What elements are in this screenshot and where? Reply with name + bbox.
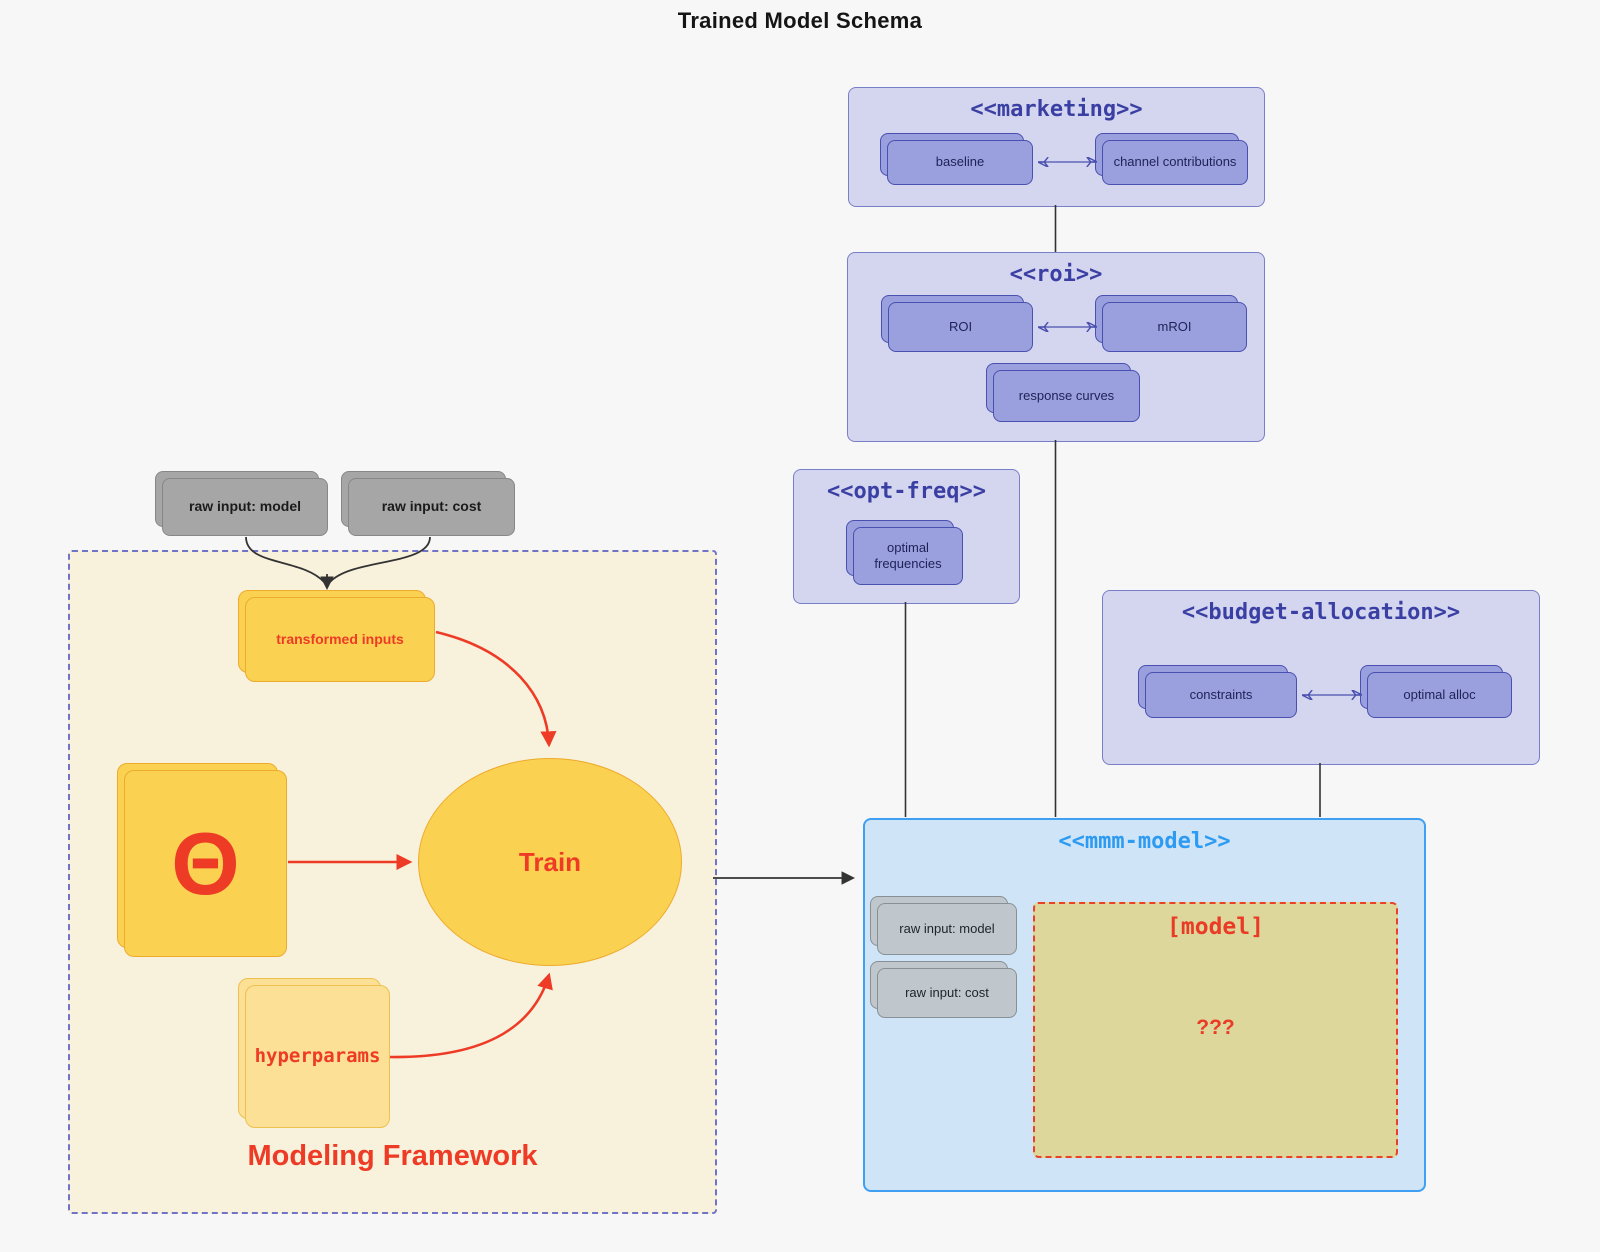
node-raw-input-cost: raw input: cost [340,470,515,536]
node-optimal-alloc-label: optimal alloc [1403,686,1476,702]
node-raw-input-cost-label: raw input: cost [381,498,482,515]
node-optimal-frequencies: optimal frequencies [845,519,963,585]
node-constraints: constraints [1137,664,1297,718]
node-mroi: mROI [1094,294,1247,352]
node-mmm-raw-input-model-label: raw input: model [899,920,995,936]
roi-title: <<roi>> [1009,262,1103,287]
node-roi: ROI [880,294,1033,352]
node-transformed-inputs: transformed inputs [237,589,435,682]
node-hyperparams-label: hyperparams [254,1044,381,1067]
node-channel-contributions: channel contributions [1094,132,1248,185]
node-mmm-raw-input-model: raw input: model [869,895,1017,955]
page-title: Trained Model Schema [677,8,923,33]
node-train: Train [418,758,682,966]
mmm-model-title: <<mmm-model>> [1058,829,1231,854]
node-optimal-alloc: optimal alloc [1359,664,1512,718]
node-theta-label: Θ [171,813,240,913]
node-response-curves-label: response curves [1018,387,1115,403]
opt-freq-title: <<opt-freq>> [827,479,986,504]
node-mmm-raw-input-cost-label: raw input: cost [905,984,989,1000]
node-unknown-label: ??? [1196,1016,1235,1039]
node-constraints-label: constraints [1189,686,1253,702]
node-model-label: [model] [1167,914,1264,940]
node-response-curves: response curves [985,362,1140,422]
node-theta: Θ [116,762,287,957]
marketing-title: <<marketing>> [970,97,1143,122]
node-baseline: baseline [879,132,1033,185]
node-optimal-frequencies-label: optimal frequencies [874,539,942,571]
node-raw-input-model: raw input: model [154,470,328,536]
budget-allocation-title: <<budget-allocation>> [1181,600,1461,625]
node-channel-contributions-label: channel contributions [1113,154,1237,170]
node-mroi-label: mROI [1157,318,1192,334]
node-model-placeholder: [model] ??? [1033,902,1398,1158]
node-transformed-inputs-label: transformed inputs [276,630,404,647]
node-train-label: Train [518,846,582,877]
node-raw-input-model-label: raw input: model [189,498,301,515]
node-hyperparams: hyperparams [237,977,390,1128]
node-baseline-label: baseline [935,154,985,170]
node-mmm-raw-input-cost: raw input: cost [869,960,1017,1018]
node-roi-label: ROI [948,318,973,334]
modeling-framework-label: Modeling Framework [247,1140,538,1172]
